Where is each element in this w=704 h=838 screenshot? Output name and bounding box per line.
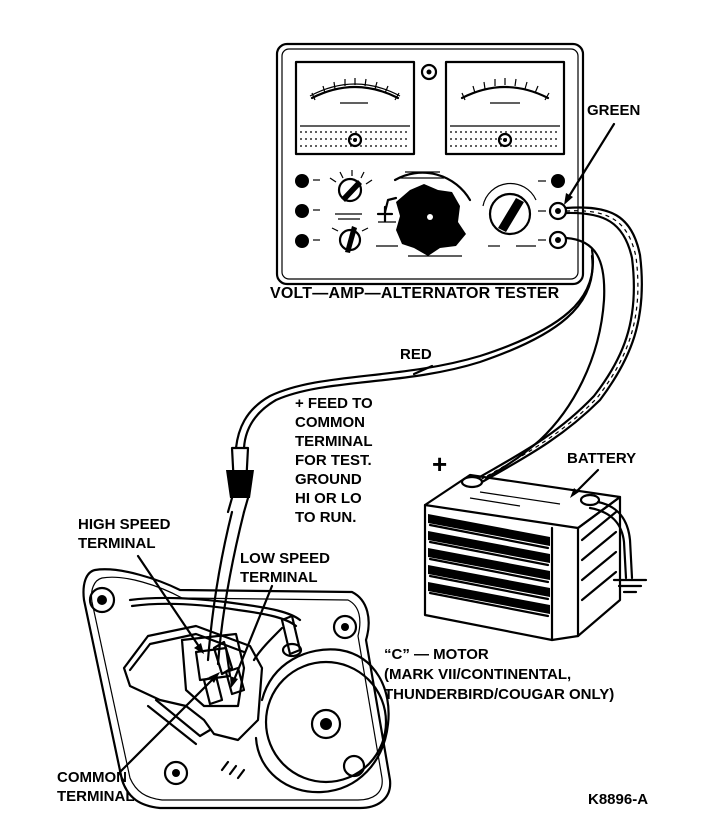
common-terminal-label: COMMON TERMINAL (57, 769, 135, 805)
right-jacks (538, 174, 568, 250)
low-speed-terminal-label: LOW SPEED TERMINAL (240, 550, 331, 586)
right-control-knob (482, 182, 537, 247)
high-speed-terminal-label: HIGH SPEED TERMINAL (78, 516, 171, 552)
ammeter-lead (484, 236, 606, 480)
figure-id: K8896-A (588, 791, 649, 808)
red-lead-label: RED (400, 346, 432, 363)
volt-amp-alternator-tester (275, 42, 585, 286)
selector-knob-lower (331, 226, 369, 253)
tester-title: VOLT—AMP—ALTERNATOR TESTER (270, 285, 560, 302)
selector-knob-upper (329, 170, 373, 203)
battery-positive-mark: + (432, 449, 448, 479)
panel-small-text (335, 171, 462, 257)
left-jacks (295, 174, 320, 248)
voltmeter (294, 60, 416, 156)
battery (423, 468, 648, 642)
ground-symbol (612, 578, 648, 594)
battery-label: BATTERY (567, 450, 637, 467)
red-lead (206, 248, 595, 666)
green-lead-label: GREEN (587, 102, 641, 119)
ammeter (444, 60, 566, 156)
motor-label: “C” — MOTOR (MARK VII/CONTINENTAL, THUND… (384, 646, 615, 703)
load-control-knob (376, 171, 472, 256)
feed-instruction-note: + FEED TO COMMON TERMINAL FOR TEST. GROU… (295, 395, 373, 526)
wiper-motor (82, 554, 392, 810)
